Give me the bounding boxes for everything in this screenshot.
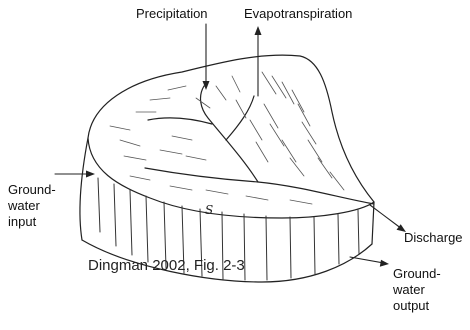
stream-branch (226, 96, 254, 140)
groundwater-input-label-line3: input (8, 214, 36, 229)
groundwater-output-label-line2: water (393, 282, 425, 297)
precipitation-arrowhead (203, 81, 210, 90)
evapotranspiration-label: Evapotranspiration (244, 6, 352, 21)
discharge-arrow (370, 205, 402, 229)
groundwater-input-label-line1: Ground- (8, 182, 56, 197)
precipitation-label: Precipitation (136, 6, 208, 21)
stream-branch (148, 118, 212, 124)
discharge-label: Discharge (404, 230, 463, 245)
groundwater-input-arrowhead (86, 171, 95, 178)
stream-branch (201, 86, 258, 182)
groundwater-input-label-line2: water (8, 198, 40, 213)
catchment-top-outline (88, 55, 374, 218)
evapotranspiration-arrowhead (255, 26, 262, 35)
figure-caption: Dingman 2002, Fig. 2-3 (88, 258, 245, 273)
catchment-left-wall (80, 138, 88, 240)
groundwater-output-arrow (350, 257, 384, 263)
groundwater-output-label-line1: Ground- (393, 266, 441, 281)
groundwater-output-label-line3: output (393, 298, 429, 313)
storage-symbol: S (205, 203, 213, 217)
groundwater-output-arrowhead (380, 260, 389, 267)
